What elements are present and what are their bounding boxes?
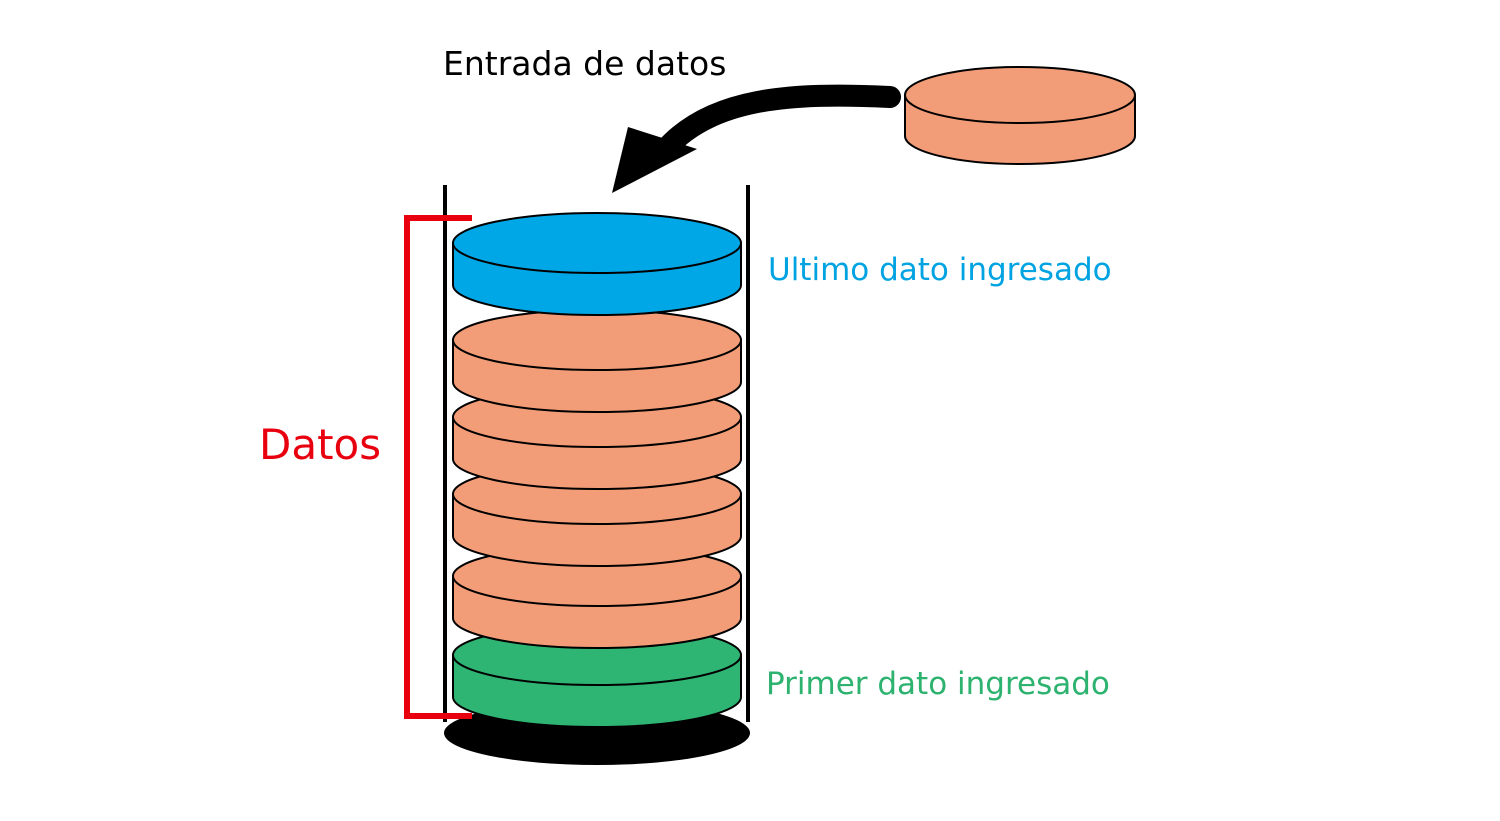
datos-bracket bbox=[404, 215, 472, 719]
datos-label: Datos bbox=[259, 420, 382, 469]
incoming-disc bbox=[904, 66, 1136, 165]
input-arrow bbox=[612, 84, 901, 193]
primer-label: Primer dato ingresado bbox=[766, 666, 1110, 702]
disc-last bbox=[452, 212, 742, 316]
ultimo-label: Ultimo dato ingresado bbox=[768, 252, 1112, 288]
entrada-label: Entrada de datos bbox=[443, 44, 727, 83]
disc bbox=[452, 309, 742, 413]
disc-stack bbox=[452, 212, 742, 728]
